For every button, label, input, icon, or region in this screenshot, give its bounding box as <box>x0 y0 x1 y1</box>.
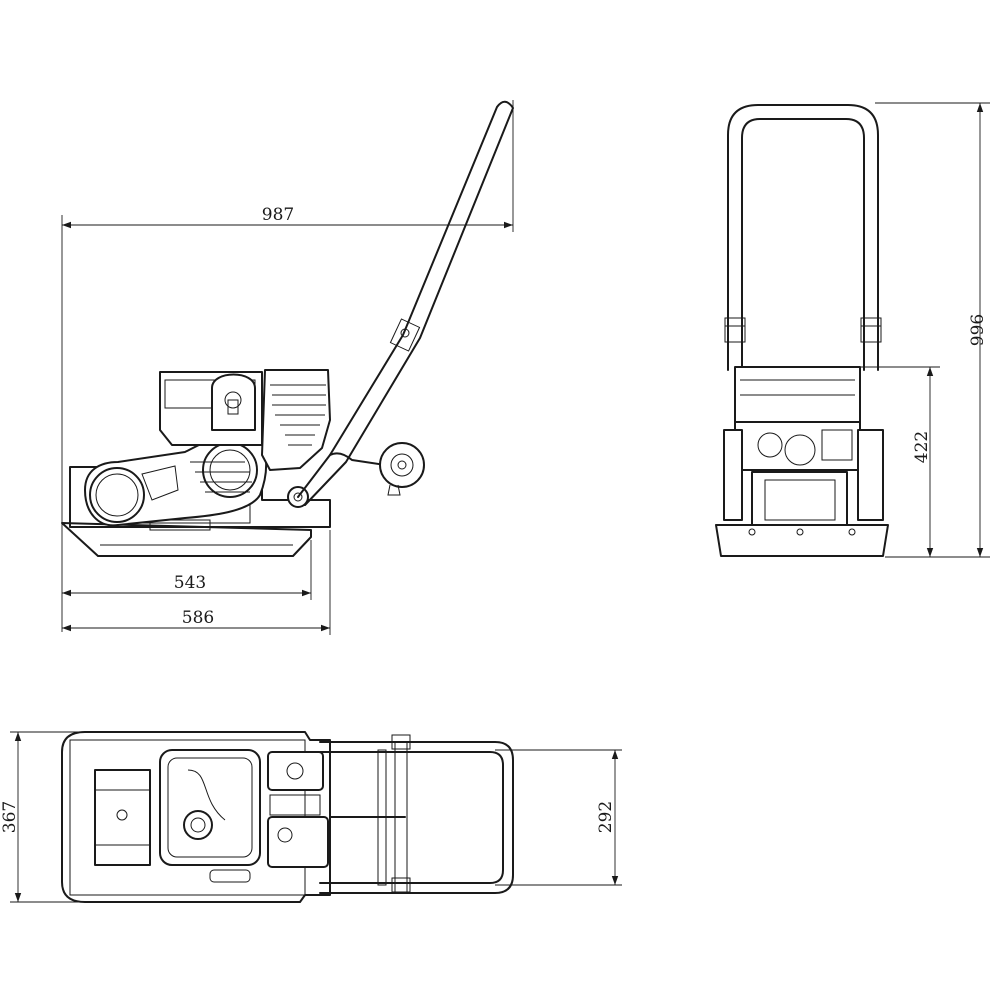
front-right-guard <box>857 429 884 521</box>
front-center-housing <box>751 471 848 528</box>
dim-front-body-height: 422 <box>912 431 932 463</box>
top-handle <box>319 741 514 894</box>
top-engine <box>159 749 261 866</box>
side-wheel <box>379 442 425 488</box>
dim-side-base-length: 586 <box>182 608 214 628</box>
dim-top-overall-width: 367 <box>0 801 20 833</box>
front-handle <box>727 104 879 371</box>
front-base-plate <box>715 524 889 557</box>
top-dimensions: 367 292 <box>0 731 622 903</box>
top-view <box>61 731 514 903</box>
top-exciter <box>94 769 151 866</box>
dim-side-overall-length: 987 <box>262 205 294 225</box>
side-lift-hook <box>211 373 256 431</box>
front-dimensions: 996 422 <box>860 102 990 558</box>
dim-top-handle-width: 292 <box>596 801 616 833</box>
side-view <box>61 100 514 557</box>
top-air-filter <box>267 751 324 791</box>
side-dimensions: 987 543 586 <box>61 100 514 635</box>
side-base-plate <box>61 522 312 557</box>
front-view <box>715 104 889 557</box>
dim-side-plate-length: 543 <box>174 573 206 593</box>
fuel-cap-icon <box>183 810 213 840</box>
front-left-guard <box>723 429 743 521</box>
side-handle <box>297 100 514 506</box>
dim-front-overall-height: 996 <box>968 314 988 346</box>
top-muffler <box>267 816 329 868</box>
